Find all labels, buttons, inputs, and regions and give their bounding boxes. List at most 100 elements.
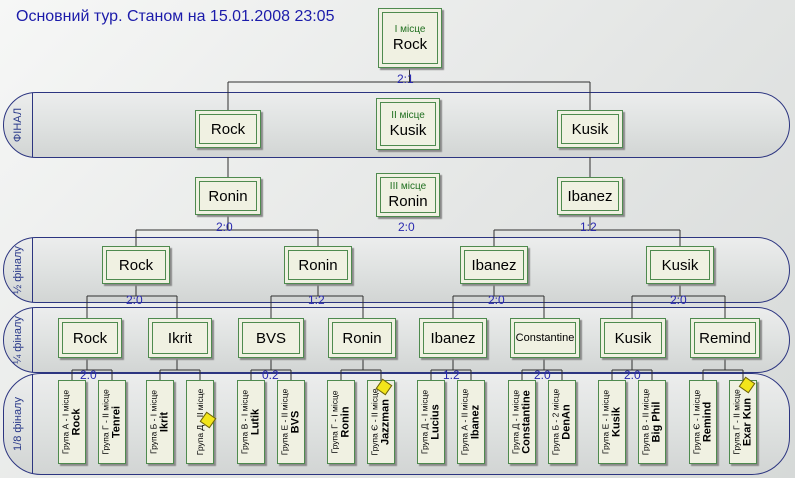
first-place-label: І місце [394, 23, 426, 35]
r16-group-10: Група А - ІІ місце [459, 388, 470, 456]
r16-group-7: Група Г - І місце [329, 390, 340, 454]
third-place-label: ІІІ місце [389, 180, 427, 192]
r16-score-3: 1:2 [443, 368, 460, 382]
third-left-box[interactable]: Ronin [195, 177, 261, 215]
qf-name-6: Constantine [515, 332, 575, 344]
second-place-label: ІІ місце [391, 109, 425, 121]
qf-box-1[interactable]: Rock [58, 318, 122, 358]
r16-name-13: Kusik [610, 407, 623, 437]
first-place-name: Rock [392, 35, 428, 53]
semi-name-1: Rock [118, 256, 154, 274]
qf-name-1: Rock [72, 329, 108, 347]
page-title: Основний тур. Станом на 15.01.2008 23:05 [16, 8, 335, 25]
r16-group-13: Група Е - І місце [600, 389, 611, 455]
r16-name-10: Ibanez [469, 404, 482, 440]
semi-name-3: Ibanez [471, 256, 517, 274]
semi-box-3[interactable]: Ibanez [460, 246, 528, 284]
final-right-name: Kusik [571, 120, 609, 138]
r16-name-5: Lutik [249, 408, 262, 436]
semi-box-4[interactable]: Kusik [646, 246, 714, 284]
final-left-box[interactable]: Rock [195, 110, 261, 148]
qf-name-5: Ibanez [430, 329, 476, 347]
r16-name-2: Tenrei [110, 405, 123, 439]
third-place-score: 2:0 [398, 220, 415, 234]
r16-group-16: Група Г - ІІ місце [731, 389, 742, 455]
qf-box-8[interactable]: Remind [690, 318, 760, 358]
third-place-name: Ronin [388, 192, 428, 210]
third-left-name: Ronin [208, 187, 248, 205]
r16-group-2: Група Г - ІІ місце [100, 389, 111, 455]
r16-name-8: Jazzman [379, 399, 392, 445]
final-left-name: Rock [210, 120, 246, 138]
r16-name-6: BVS [289, 410, 302, 434]
semi-name-4: Kusik [661, 256, 699, 274]
qf-box-2[interactable]: Ikrit [148, 318, 212, 358]
semi-score-left: 2:0 [216, 220, 233, 234]
r16-group-8: Група Є - ІІ місце [369, 388, 380, 456]
r16-score-1: 2:0 [80, 368, 97, 382]
r16-group-14: Група В - ІІ місце [640, 388, 651, 456]
r16-group-3: Група Б - І місце [148, 389, 159, 455]
qf-name-2: Ikrit [167, 329, 193, 347]
qf-score-4: 2:0 [670, 293, 687, 307]
r16-name-15: Remind [701, 401, 714, 443]
r16-name-1: Rock [70, 408, 83, 436]
qf-box-5[interactable]: Ibanez [419, 318, 487, 358]
r16-group-15: Група Є - І місце [691, 389, 702, 455]
r16-group-6: Група Е - ІІ місце [279, 388, 290, 456]
qf-name-8: Remind [699, 329, 751, 347]
semi-box-1[interactable]: Rock [102, 246, 170, 284]
semi-name-2: Ronin [298, 256, 338, 274]
qf-score-2: 1:2 [308, 293, 325, 307]
qf-box-6[interactable]: Constantine [510, 318, 580, 358]
second-place-name: Kusik [389, 121, 427, 139]
third-right-name: Ibanez [567, 187, 613, 205]
qf-box-3[interactable]: BVS [238, 318, 304, 358]
r16-score-4: 2:0 [534, 368, 551, 382]
qf-name-4: Ronin [342, 329, 382, 347]
semi-box-2[interactable]: Ronin [284, 246, 352, 284]
r16-name-7: Ronin [339, 406, 352, 438]
r16-score-5: 2:0 [624, 368, 641, 382]
qf-score-3: 2:0 [488, 293, 505, 307]
r16-score-2: 0:2 [262, 368, 279, 382]
final-score: 2:1 [397, 72, 414, 86]
qf-name-3: BVS [255, 329, 286, 347]
r16-group-11: Група Д - І місце [510, 389, 521, 455]
r16-group-9: Група Д - І місце [419, 389, 430, 455]
r16-group-1: Група А - І місце [60, 389, 71, 455]
r16-name-12: DenAn [560, 404, 573, 440]
qf-score-1: 2:0 [126, 293, 143, 307]
third-right-box[interactable]: Ibanez [557, 177, 623, 215]
semi-score-right: 1:2 [580, 220, 597, 234]
final-right-box[interactable]: Kusik [557, 110, 623, 148]
qf-box-4[interactable]: Ronin [328, 318, 396, 358]
r16-group-12: Група Б - 2 місце [550, 388, 561, 456]
qf-box-7[interactable]: Kusik [600, 318, 666, 358]
r16-name-11: Constantine [520, 390, 533, 454]
r16-name-3: Ikrit [158, 411, 171, 433]
r16-name-9: Lucius [429, 404, 442, 440]
r16-group-5: Група В - І місце [239, 389, 250, 455]
qf-name-7: Kusik [614, 329, 652, 347]
r16-name-16: Exar Kun [741, 397, 754, 447]
